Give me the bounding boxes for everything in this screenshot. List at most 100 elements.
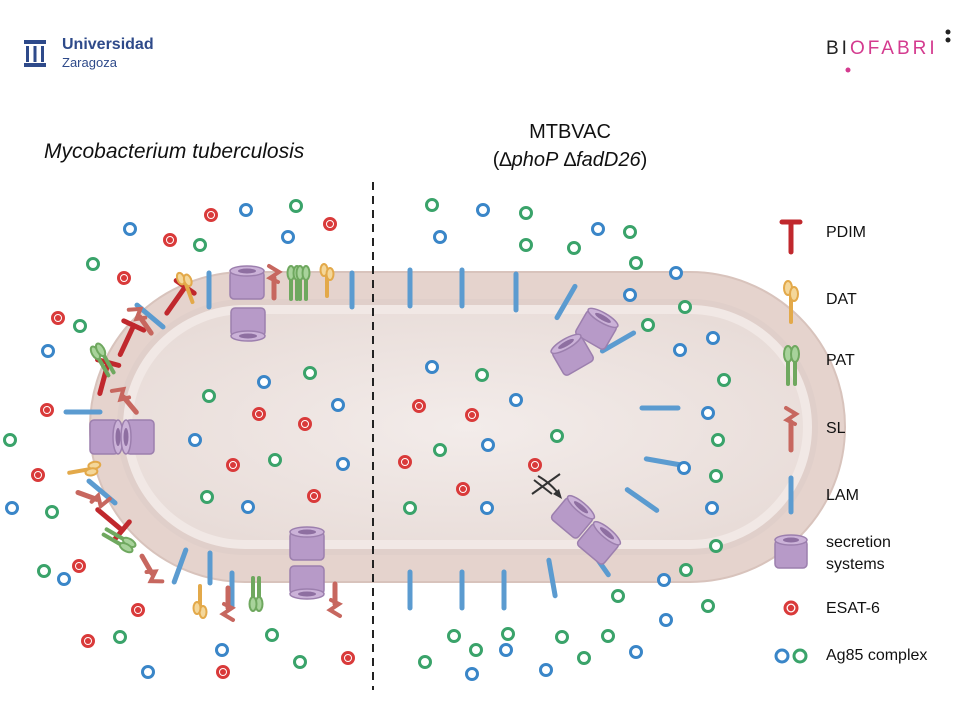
ag85-dot (717, 373, 731, 387)
secretion-system-mark (229, 265, 265, 300)
ag85-dot (465, 667, 479, 681)
sl-mark (219, 585, 236, 622)
ag85-dot (519, 206, 533, 220)
biofabri-text-o: O (849, 38, 868, 59)
ag85-dot (73, 319, 87, 333)
esat6-dot (163, 233, 177, 247)
cell-body (89, 271, 846, 583)
ag85-dot (519, 238, 533, 252)
ag85-dot (418, 655, 432, 669)
ag85-dot (193, 238, 207, 252)
ag85-dot (188, 433, 202, 447)
title-open: (∆ (492, 149, 512, 171)
ag85-dot (577, 651, 591, 665)
esat6-dot-icon (783, 600, 799, 616)
lam-mark (546, 557, 558, 599)
esat6-dot (323, 217, 337, 231)
ag85-dot (679, 563, 693, 577)
esat6-dot (72, 559, 86, 573)
blocked-secretion-arrow (531, 473, 562, 499)
legend-label-lam: LAM (826, 487, 859, 504)
ag85-dot (303, 366, 317, 380)
ag85-dot (601, 629, 615, 643)
biofabri-text-1: BI (826, 38, 850, 59)
lam-mark (624, 487, 660, 513)
pat-mark (101, 527, 137, 554)
ag85-dot (539, 663, 553, 677)
ag85-dot (509, 393, 523, 407)
pat-mark (248, 576, 264, 612)
sl-mark (126, 306, 154, 336)
lam-mark (643, 456, 685, 468)
sl-mark (266, 264, 283, 301)
secretion-system-mark (576, 520, 622, 565)
lam-mark (171, 547, 189, 585)
esat6-dot (51, 311, 65, 325)
ag85-dot (711, 433, 725, 447)
ag85-dot (657, 573, 671, 587)
esat6-dot (456, 482, 470, 496)
ag85-dot (677, 461, 691, 475)
esat6-dot (528, 458, 542, 472)
diagram-marks (3, 198, 731, 681)
ag85-dot (669, 266, 683, 280)
gene-fadd26: fadD26 (576, 149, 641, 171)
dat-mark (192, 584, 208, 619)
legend-label-pdim: PDIM (826, 224, 866, 241)
secretion-system-icon (774, 534, 808, 569)
ag85-dot (481, 438, 495, 452)
secretion-system-mark (120, 419, 155, 455)
secretion-system-mark (289, 526, 325, 561)
ag85-dot (550, 429, 564, 443)
esat6-dot (216, 665, 230, 679)
ag85-dot (501, 627, 515, 641)
title-close: ) (640, 149, 648, 171)
ag85-dot (447, 629, 461, 643)
esat6-dot (341, 651, 355, 665)
esat6-dot (117, 271, 131, 285)
legend-label-esat6: ESAT-6 (826, 600, 880, 617)
esat6-dot (40, 403, 54, 417)
legend-label-dat: DAT (826, 291, 857, 308)
title-mtbvac: MTBVAC (∆phoP ∆fadD26) (470, 118, 670, 174)
sl-mark (326, 581, 343, 618)
ag85-dot (623, 288, 637, 302)
legend-label-pat: PAT (826, 352, 855, 369)
pat-mark (295, 265, 311, 301)
legend-label-sl: SL (826, 420, 846, 437)
ag85-dot (331, 398, 345, 412)
esat6-dot (307, 489, 321, 503)
ag85-dot (86, 257, 100, 271)
secretion-system-mark (230, 307, 266, 342)
dat-mark (175, 271, 195, 305)
ag85-dot (611, 589, 625, 603)
esat6-dot (131, 603, 145, 617)
sl-mark (75, 490, 112, 510)
ag85-dot (200, 490, 214, 504)
ag85-dot (123, 222, 137, 236)
ag85-dot (709, 469, 723, 483)
ag85-dot (257, 375, 271, 389)
title-mycobacterium: Mycobacterium tuberculosis (44, 140, 305, 163)
ag85-dot (425, 360, 439, 374)
sl-mark (109, 386, 139, 415)
ag85-dot (641, 318, 655, 332)
ag85-dot (41, 344, 55, 358)
dat-mark (67, 460, 102, 477)
ag85-dot (433, 230, 447, 244)
ag85-dot (57, 572, 71, 586)
esat6-dot (252, 407, 266, 421)
ag85-dot (567, 241, 581, 255)
legend-label-ag85: Ag85 complex (826, 647, 928, 664)
ag85-dot (480, 501, 494, 515)
sl-icon (783, 406, 800, 453)
university-name: Universidad (62, 36, 154, 53)
ag85-dot (5, 501, 19, 515)
university-city: Zaragoza (62, 55, 117, 70)
pat-mark (89, 342, 116, 378)
ag85-dot (268, 453, 282, 467)
secretion-system-mark (550, 333, 595, 376)
lam-mark (599, 330, 637, 354)
ag85-dot (336, 457, 350, 471)
university-crest-icon (24, 40, 46, 67)
